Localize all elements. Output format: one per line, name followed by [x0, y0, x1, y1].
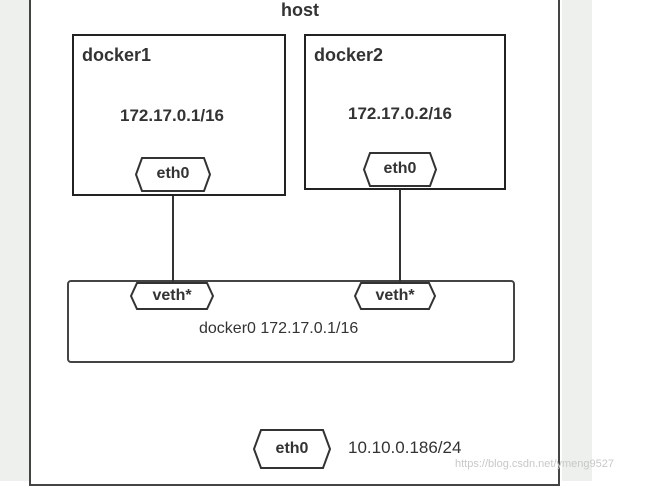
- link-docker2-veth: [399, 190, 401, 282]
- interface-label: eth0: [275, 440, 309, 457]
- watermark: https://blog.csdn.net/ymeng9527: [455, 458, 614, 470]
- link-docker1-veth: [172, 196, 174, 282]
- host-ip: 10.10.0.186/24: [348, 438, 462, 457]
- veth-interface-2: veth*: [353, 281, 437, 311]
- container-ip: 172.17.0.1/16: [120, 106, 224, 125]
- interface-label: veth*: [375, 287, 415, 304]
- docker2-eth0-interface: eth0: [362, 151, 438, 188]
- host-eth0-interface: eth0: [252, 428, 332, 470]
- right-margin-strip: [562, 0, 592, 481]
- container-name: docker2: [314, 45, 384, 65]
- veth-interface-1: veth*: [129, 281, 215, 311]
- docker1-eth0-interface: eth0: [134, 156, 212, 193]
- container-ip: 172.17.0.2/16: [348, 104, 452, 123]
- hexagon-shape: [362, 152, 438, 187]
- host-label: host: [281, 0, 319, 20]
- interface-label: veth*: [152, 287, 192, 304]
- container-docker1: docker1 172.17.0.1/16: [72, 34, 286, 196]
- left-margin-strip: [0, 0, 29, 481]
- container-name: docker1: [82, 45, 152, 65]
- bridge-label: docker0 172.17.0.1/16: [199, 320, 359, 337]
- hexagon-shape: [252, 429, 332, 469]
- hexagon-shape: [129, 282, 215, 310]
- container-docker2: docker2 172.17.0.2/16: [304, 34, 506, 190]
- interface-label: eth0: [156, 165, 190, 182]
- interface-label: eth0: [383, 160, 417, 177]
- hexagon-shape: [353, 282, 437, 310]
- hexagon-shape: [134, 157, 212, 192]
